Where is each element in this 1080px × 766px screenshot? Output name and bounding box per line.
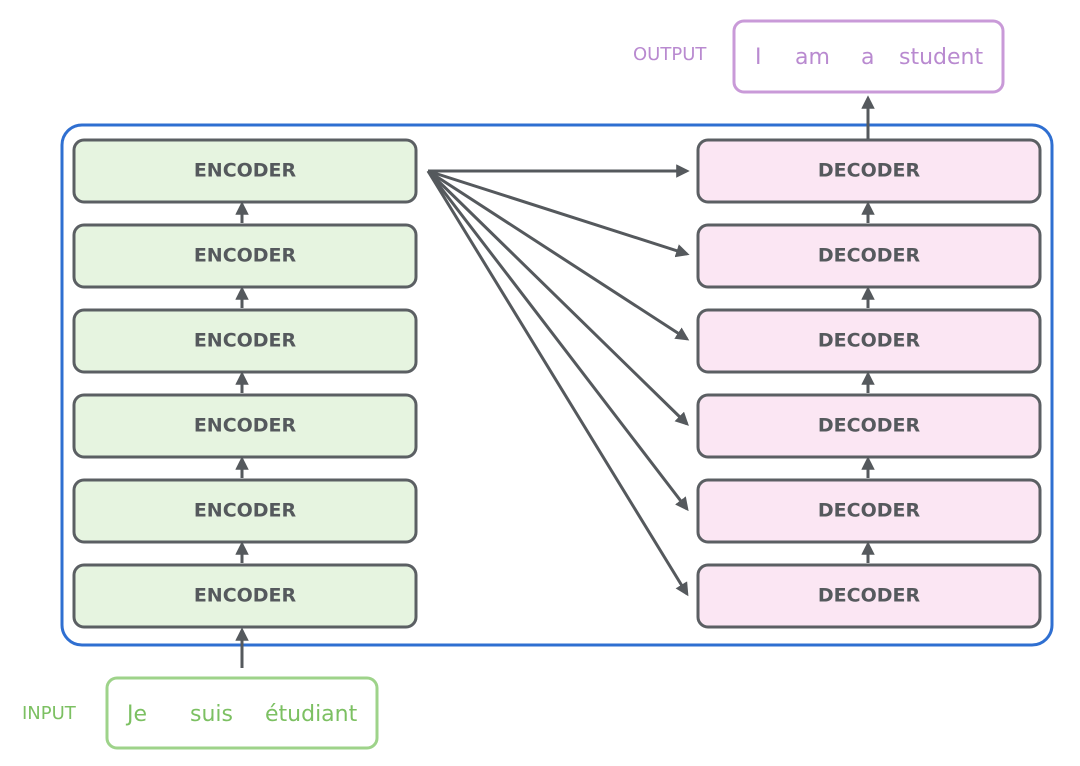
input-group: INPUT Je suis étudiant: [22, 676, 379, 750]
encoder-label: ENCODER: [194, 160, 297, 182]
encoder-label: ENCODER: [194, 415, 297, 437]
decoder-block: DECODER: [696, 138, 1042, 204]
encoder-block: ENCODER: [72, 393, 418, 459]
decoder-label: DECODER: [818, 330, 921, 352]
encoder-label: ENCODER: [194, 500, 297, 522]
decoder-label: DECODER: [818, 160, 921, 182]
arrow: [426, 169, 689, 426]
decoder-label: DECODER: [818, 245, 921, 267]
arrow: [426, 170, 689, 597]
output-label: OUTPUT: [633, 44, 707, 65]
decoder-label: DECODER: [818, 585, 921, 607]
decoder-block: DECODER: [696, 563, 1042, 629]
encoder-to-decoder-arrows: [426, 164, 690, 597]
output-token: a: [861, 45, 874, 70]
input-token: Je: [125, 702, 147, 727]
input-box: [105, 676, 379, 750]
stack-frame: [60, 123, 1054, 647]
encoder-block: ENCODER: [72, 563, 418, 629]
encoder-block: ENCODER: [72, 223, 418, 289]
decoder-label: DECODER: [818, 500, 921, 522]
arrow: [427, 169, 690, 341]
encoder-block: ENCODER: [72, 308, 418, 374]
output-group: OUTPUT I am a student: [633, 19, 1005, 94]
encoder-block: ENCODER: [72, 478, 418, 544]
output-token: student: [899, 45, 983, 70]
encoder-label: ENCODER: [194, 245, 297, 267]
input-label: INPUT: [22, 703, 77, 724]
decoder-label: DECODER: [818, 415, 921, 437]
output-token: am: [795, 45, 830, 70]
decoder-block: DECODER: [696, 223, 1042, 289]
decoder-block: DECODER: [696, 308, 1042, 374]
decoder-block: DECODER: [696, 478, 1042, 544]
arrow: [426, 170, 689, 512]
encoder-label: ENCODER: [194, 585, 297, 607]
input-token: étudiant: [265, 702, 358, 727]
output-box: [732, 19, 1005, 94]
arrow: [427, 169, 690, 258]
output-token: I: [755, 45, 762, 70]
encoder-block: ENCODER: [72, 138, 418, 204]
decoder-stack: DECODER DECODER DECODER DECODER DECODER …: [696, 138, 1042, 629]
decoder-block: DECODER: [696, 393, 1042, 459]
encoder-label: ENCODER: [194, 330, 297, 352]
input-token: suis: [190, 702, 233, 727]
encoder-stack: ENCODER ENCODER ENCODER ENCODER ENCODER …: [72, 138, 418, 629]
